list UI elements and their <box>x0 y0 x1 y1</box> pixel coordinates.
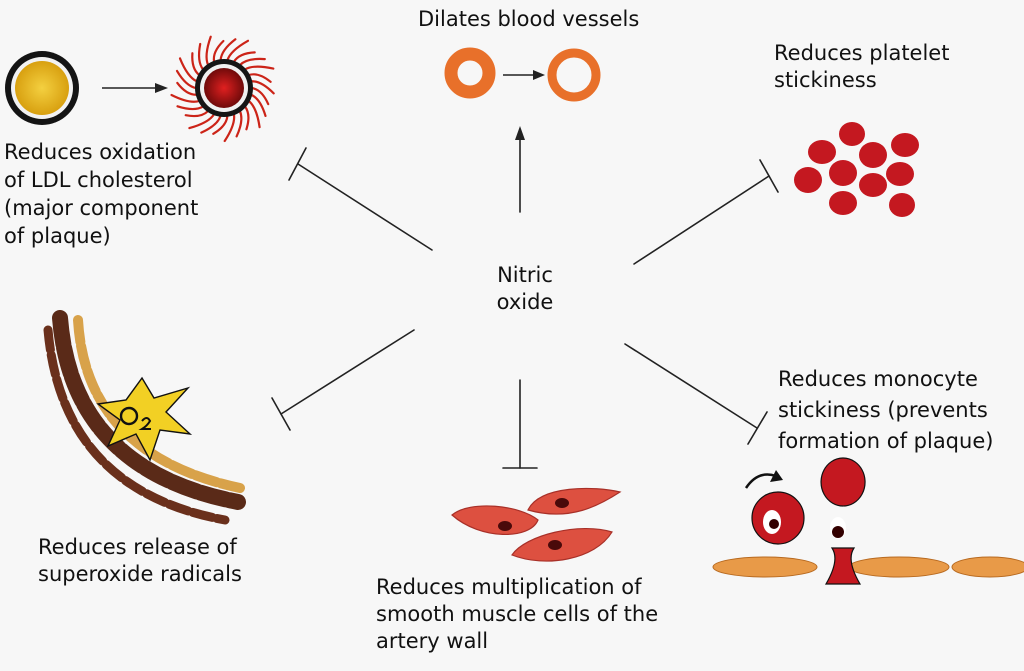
label-line: Reduces release of <box>38 535 237 559</box>
inhibit-bar-monocyte <box>747 411 768 445</box>
oxidation-spike <box>170 93 201 103</box>
label-line: (major component <box>4 196 199 220</box>
inhibit-line-ldl <box>297 163 433 251</box>
oxidation-spike <box>238 57 266 67</box>
oxidation-spike <box>175 69 198 90</box>
oxidation-spike <box>247 73 272 83</box>
label-line: stickiness (prevents <box>778 398 988 422</box>
oxidation-spike <box>243 65 275 71</box>
label-line: smooth muscle cells of the <box>376 602 659 626</box>
oxidized-ldl-spikes <box>170 35 275 143</box>
label-line: Reduces oxidation <box>4 140 197 164</box>
oxidation-spike <box>191 52 201 77</box>
oxidation-spike <box>235 109 243 138</box>
monocyte-illustration <box>712 457 1024 585</box>
ldl-illustration <box>5 35 275 143</box>
inhibit-line-platelet <box>633 175 770 265</box>
oxidation-spike <box>184 109 210 118</box>
muscle-cell <box>527 487 622 515</box>
superoxide-illustration <box>43 310 246 525</box>
oxidation-spike <box>247 99 261 129</box>
oxidation-spike <box>250 93 267 117</box>
label-line: of LDL cholesterol <box>4 168 193 192</box>
label-superoxide: Reduces release of superoxide radicals <box>38 534 242 588</box>
label-line: formation of plaque) <box>778 429 994 453</box>
oxidation-spike <box>250 86 270 106</box>
superoxide-o2 <box>119 406 139 426</box>
inhibit-line-superoxide <box>280 329 415 415</box>
label-line: Reduces platelet <box>774 41 950 65</box>
label-line: Reduces multiplication of <box>376 575 642 599</box>
oxidation-spike <box>205 35 212 67</box>
center-line: oxide <box>496 290 554 314</box>
oxidation-spike <box>219 38 237 62</box>
oxidation-spike <box>212 39 225 63</box>
label-dilates-vessels: Dilates blood vessels <box>418 6 639 33</box>
oxidation-spike <box>243 105 250 131</box>
platelets-cluster <box>794 122 919 217</box>
label-ldl-oxidation: Reduces oxidation of LDL cholesterol (ma… <box>4 138 198 250</box>
label-line: Reduces monocyte <box>778 367 978 391</box>
oxidation-spike <box>212 114 229 135</box>
monocyte-migrating <box>820 457 866 585</box>
label-monocyte: Reduces monocyte stickiness (prevents fo… <box>778 364 993 457</box>
label-line: stickiness <box>774 68 877 92</box>
oxidation-spike <box>197 42 205 71</box>
label-line: superoxide radicals <box>38 562 242 586</box>
endothelium-cell <box>951 556 1024 578</box>
oxidation-spike <box>250 80 275 95</box>
oxidation-spike <box>223 113 236 143</box>
vessel-ring-narrow <box>444 47 496 99</box>
label-smooth-muscle: Reduces multiplication of smooth muscle … <box>376 574 658 655</box>
oxidation-spike <box>178 57 198 83</box>
muscle-cell <box>511 528 613 562</box>
inhibit-bar-superoxide <box>271 397 291 431</box>
oxidation-spike <box>200 114 222 134</box>
oxidation-spike <box>176 81 198 96</box>
smooth-muscle-cells <box>451 487 622 562</box>
oxidation-spike <box>188 113 216 130</box>
inhibit-bar-platelet <box>759 159 779 193</box>
inhibit-line-monocyte <box>624 343 758 429</box>
label-line: Dilates blood vessels <box>418 7 640 31</box>
vessel-ring-dilated <box>547 48 601 102</box>
inhibit-bar-ldl <box>288 147 307 181</box>
center-label-nitric-oxide: Nitric oxide <box>480 262 570 316</box>
muscle-cell <box>451 505 539 536</box>
oxidation-spike <box>226 39 250 62</box>
vessel-illustration <box>444 47 601 102</box>
center-line: Nitric <box>497 263 553 287</box>
label-line: artery wall <box>376 629 489 653</box>
arrowhead-up <box>515 126 525 140</box>
endothelium-cell <box>848 556 950 578</box>
oxidation-spike <box>232 51 256 63</box>
oxidation-spike <box>176 105 205 111</box>
label-platelet-stickiness: Reduces platelet stickiness <box>774 40 949 94</box>
label-line: of plaque) <box>4 224 111 248</box>
endothelium-cell <box>712 556 818 578</box>
